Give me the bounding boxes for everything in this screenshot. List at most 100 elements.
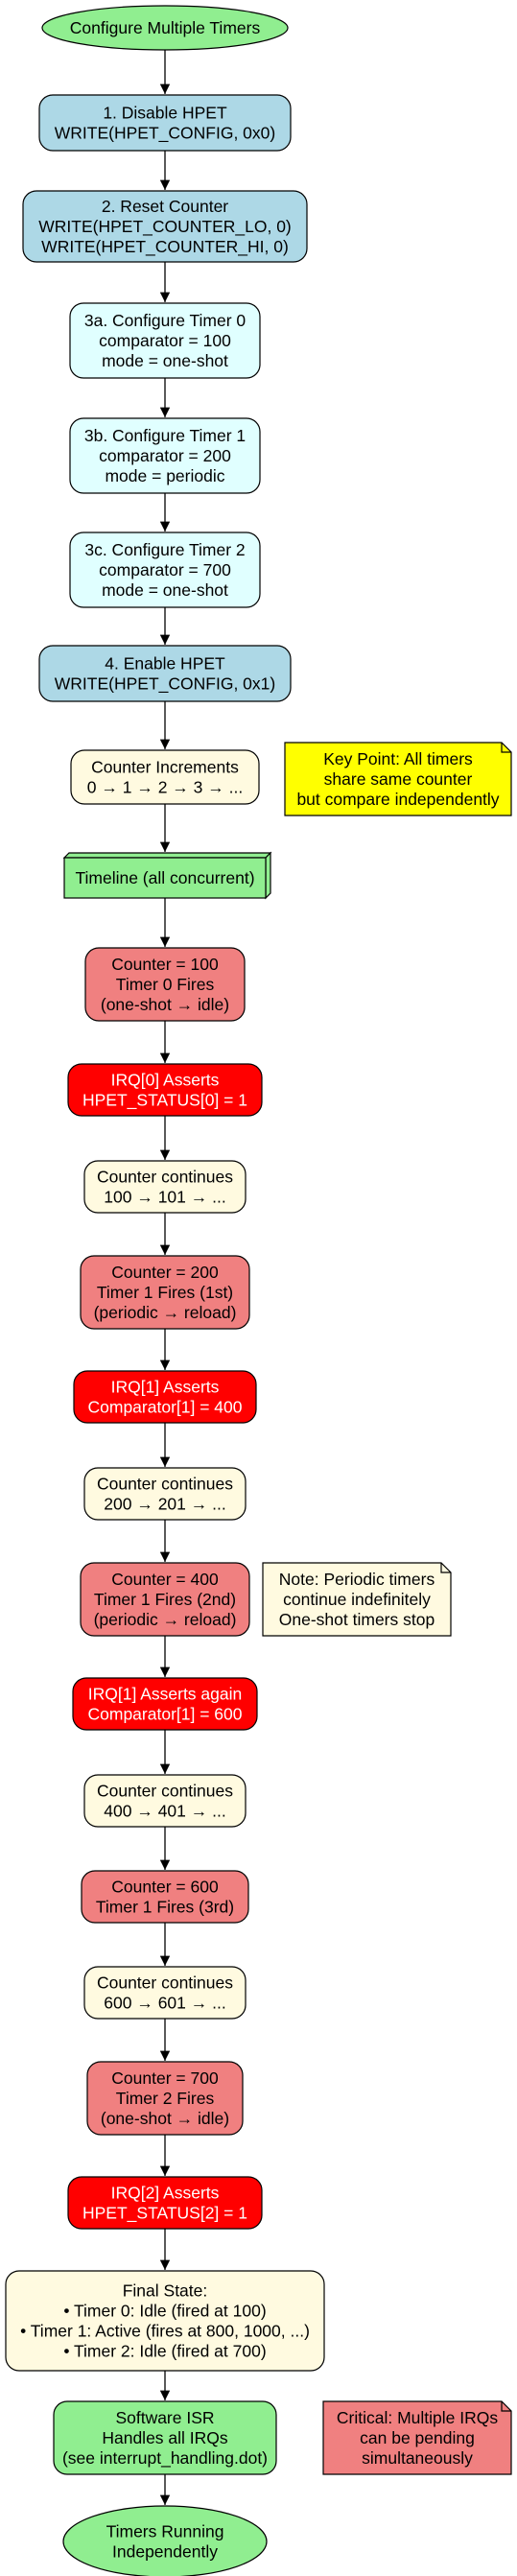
t2-label-0: 3c. Configure Timer 2 — [84, 540, 245, 559]
f200-label-2: (periodic → reload) — [94, 1303, 237, 1322]
t1-label-2: mode = periodic — [105, 466, 224, 485]
c600-label-0: Counter continues — [97, 1973, 233, 1993]
reset-label-0: 2. Reset Counter — [102, 197, 228, 216]
c200-shape — [83, 1467, 247, 1521]
final-label-0: Final State: — [123, 2281, 208, 2301]
t0-label-2: mode = one-shot — [102, 351, 228, 370]
node-timeline: Timeline (all concurrent) — [62, 851, 272, 900]
keypoint-label-2: but compare independently — [296, 790, 499, 809]
f700-label-1: Timer 2 Fires — [116, 2089, 215, 2108]
c600-label-1: 600 → 601 → ... — [104, 1994, 225, 2013]
critical-label-0: Critical: Multiple IRQs — [337, 2408, 498, 2427]
t0-label-0: 3a. Configure Timer 0 — [84, 311, 247, 330]
f400-label-0: Counter = 400 — [111, 1570, 219, 1589]
flow-nodes: Configure Multiple Timers 1. Disable HPET… — [5, 5, 325, 2576]
final-label-2: • Timer 1: Active (fires at 800, 1000, .… — [20, 2322, 310, 2341]
irq1b-shape — [72, 1677, 258, 1731]
c200-label-1: 200 → 201 → ... — [104, 1495, 225, 1514]
critical-note-fold — [501, 2401, 511, 2412]
irq0-label-0: IRQ[0] Asserts — [111, 1071, 220, 1090]
final-shape — [5, 2270, 325, 2372]
periodic-label-1: continue indefinitely — [283, 1590, 431, 1609]
inc-label-0: Counter Increments — [91, 758, 239, 777]
c400-label-1: 400 → 401 → ... — [104, 1802, 225, 1821]
final-label-1: • Timer 0: Idle (fired at 100) — [63, 2302, 266, 2321]
critical-label-2: simultaneously — [362, 2448, 473, 2468]
enable-label-1: WRITE(HPET_CONFIG, 0x1) — [55, 674, 275, 695]
t2-label-2: mode = one-shot — [102, 580, 228, 600]
reset-label-1: WRITE(HPET_COUNTER_LO, 0) — [38, 217, 292, 237]
irq2-label-0: IRQ[2] Asserts — [111, 2184, 220, 2203]
periodic-note-fold — [440, 1563, 451, 1573]
isr-label-0: Software ISR — [115, 2408, 214, 2427]
irq1b-label-0: IRQ[1] Asserts again — [88, 1685, 243, 1704]
disable-label-1: WRITE(HPET_CONFIG, 0x0) — [55, 124, 275, 144]
keypoint-label-0: Key Point: All timers — [323, 749, 473, 768]
periodic-label-0: Note: Periodic timers — [279, 1570, 435, 1589]
isr-shape — [53, 2400, 277, 2475]
end-shape — [62, 2505, 268, 2576]
inc-label-1: 0 → 1 → 2 → 3 → ... — [87, 778, 243, 797]
periodic-note-shape — [262, 1562, 452, 1637]
end-label-1: Independently — [112, 2542, 218, 2562]
keypoint-note-fold — [501, 743, 511, 753]
c100-label-0: Counter continues — [97, 1168, 233, 1187]
isr-label-2: (see interrupt_handling.dot) — [62, 2448, 268, 2469]
irq0-shape — [67, 1063, 263, 1117]
timeline-shape-side — [265, 851, 271, 900]
disable-label-0: 1. Disable HPET — [103, 104, 227, 123]
c200-label-0: Counter continues — [97, 1475, 233, 1494]
final-label-3: • Timer 2: Idle (fired at 700) — [63, 2342, 266, 2361]
enable-shape — [38, 645, 292, 702]
node-final: Final State:• Timer 0: Idle (fired at 10… — [5, 2270, 325, 2372]
f200-label-1: Timer 1 Fires (1st) — [97, 1283, 233, 1302]
f400-shape — [80, 1562, 250, 1637]
keypoint-label-1: share same counter — [324, 769, 473, 789]
f700-label-0: Counter = 700 — [111, 2068, 219, 2088]
c100-label-1: 100 → 101 → ... — [104, 1188, 225, 1207]
irq0-label-1: HPET_STATUS[0] = 1 — [82, 1091, 247, 1111]
reset-label-2: WRITE(HPET_COUNTER_HI, 0) — [41, 237, 289, 257]
t1-label-0: 3b. Configure Timer 1 — [84, 426, 246, 445]
irq2-shape — [67, 2176, 263, 2230]
end-label-0: Timers Running — [106, 2522, 224, 2541]
f600-label-1: Timer 1 Fires (3rd) — [96, 1898, 234, 1917]
inc-shape — [70, 749, 260, 805]
timeline-shape — [63, 857, 267, 899]
f600-shape — [81, 1870, 249, 1924]
keypoint-note-shape — [284, 742, 512, 816]
node-start: Configure Multiple Timers — [41, 5, 289, 51]
disable-shape — [38, 94, 292, 152]
t1-label-1: comparator = 200 — [99, 446, 231, 465]
c600-shape — [83, 1966, 247, 2020]
f100-label-2: (one-shot → idle) — [101, 995, 229, 1014]
start-shape — [41, 5, 289, 51]
f100-label-0: Counter = 100 — [111, 955, 219, 974]
f400-label-2: (periodic → reload) — [94, 1610, 237, 1629]
t2-shape — [69, 532, 261, 608]
f600-label-0: Counter = 600 — [111, 1878, 219, 1897]
enable-label-0: 4. Enable HPET — [105, 654, 225, 674]
critical-note-shape — [322, 2400, 512, 2475]
timeline-label-0: Timeline (all concurrent) — [75, 868, 254, 887]
f100-label-1: Timer 0 Fires — [116, 975, 215, 994]
t1-shape — [69, 417, 261, 494]
